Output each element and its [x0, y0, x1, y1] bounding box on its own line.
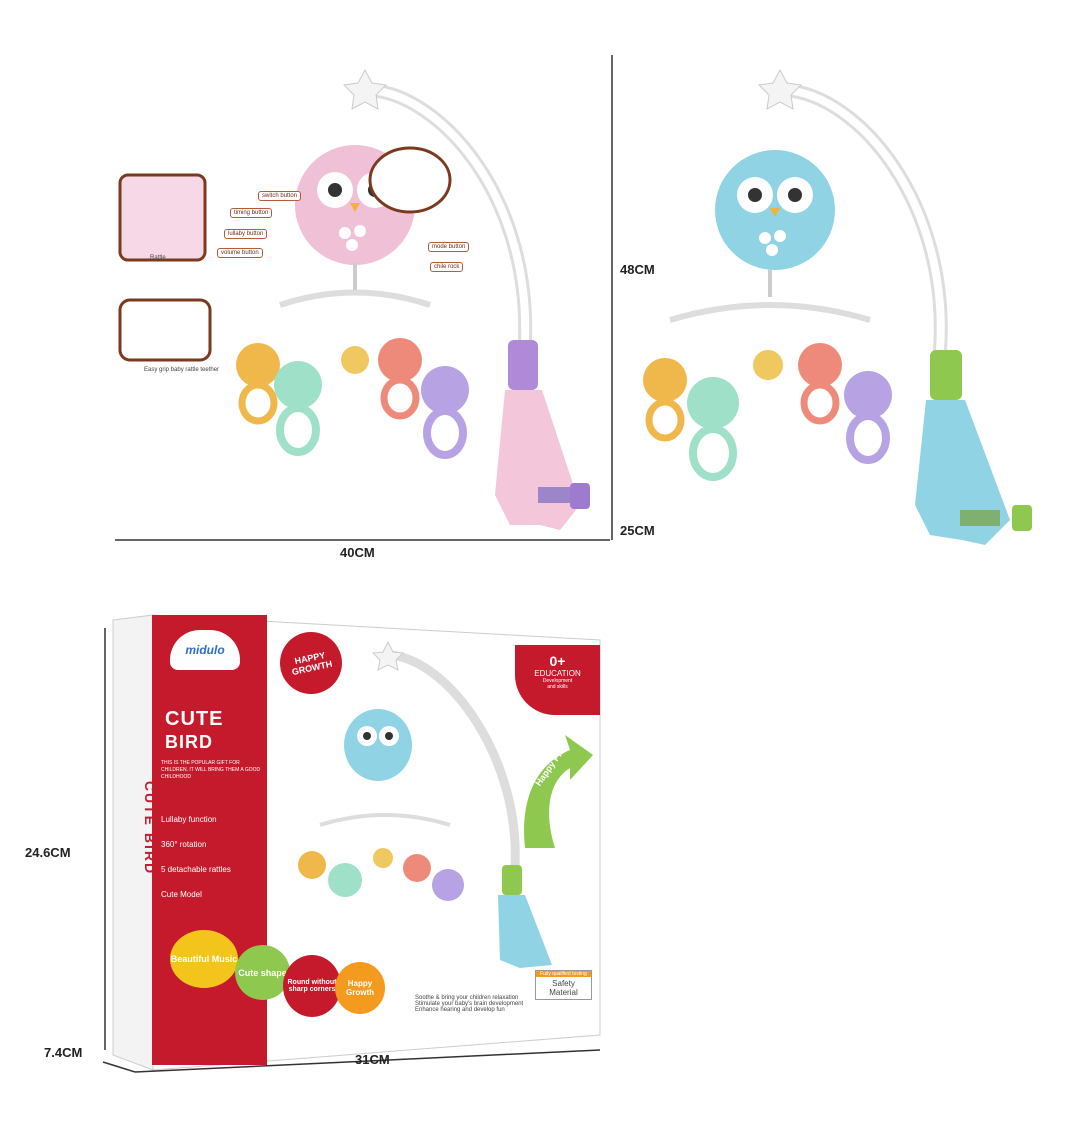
brand-logo-text: midulo	[185, 643, 225, 657]
box-subtitle: THIS IS THE POPULAR GIFT FOR CHILDREN. I…	[161, 760, 261, 780]
pink-mobile-svg	[115, 55, 613, 541]
box-depth-dimension-label: 7.4CM	[44, 1045, 83, 1060]
box-mobile-svg	[298, 640, 552, 968]
age-badge: 0+ EDUCATION Development and skills	[515, 645, 600, 715]
bubble-round-corners-text: Round without sharp corners	[287, 979, 337, 993]
bubble-happy-growth-text: Happy Growth	[346, 979, 374, 997]
safety-label: Safety Material	[549, 979, 578, 997]
feature-item: Cute Model	[161, 890, 202, 899]
callout-chile: chile rock	[430, 262, 464, 272]
age-line: and skills	[547, 684, 568, 690]
product-box: midulo CUTE BIRD THIS IS THE POPULAR GIF…	[95, 610, 615, 1080]
brand-logo: midulo	[170, 630, 240, 670]
bubble-cute-shape: Cute shape	[235, 945, 290, 1000]
height-dimension-label: 48CM	[620, 262, 655, 277]
box-note: Soothe & bring your children relaxation	[415, 995, 519, 1001]
box-height-dimension-label: 24.6CM	[25, 845, 71, 860]
pink-mobile-illustration: switch button timing button lullaby butt…	[110, 55, 620, 555]
bubble-cute-shape-text: Cute shape	[238, 967, 287, 978]
blue-mobile-svg	[643, 68, 1032, 545]
age-top: 0+	[549, 653, 566, 669]
feature-list: Lullaby function 360° rotation 5 detacha…	[161, 815, 261, 899]
bubble-happy-growth: Happy Growth	[335, 962, 385, 1014]
bubble-round-corners: Round without sharp corners	[283, 955, 341, 1017]
box-note: Stimulate your baby's brain development	[415, 1001, 524, 1007]
callout-switch: switch button	[258, 191, 302, 201]
callout-volume: volume button	[217, 248, 263, 258]
box-notes: Soothe & bring your children relaxation …	[415, 995, 523, 1013]
box-title-line2: BIRD	[165, 732, 213, 752]
depth-dimension-label: 25CM	[620, 523, 655, 538]
box-side-text: CUTE BIRD	[142, 780, 159, 876]
callout-lullaby: lullaby button	[224, 229, 268, 239]
age-label: EDUCATION	[534, 669, 581, 678]
safety-badge: Fully qualified testing Safety Material	[535, 970, 592, 1000]
callout-mode: mode button	[428, 242, 470, 252]
happy-play-arrow-svg	[524, 735, 593, 848]
box-title-line1: CUTE	[165, 708, 224, 730]
callout-timing: timing button	[230, 208, 273, 218]
bubble-beautiful-music: Beautiful Music	[170, 930, 238, 988]
age-sub: Development	[542, 678, 573, 684]
blue-mobile-illustration	[630, 65, 1050, 555]
feature-item: 5 detachable rattles	[161, 865, 231, 874]
feature-item: Lullaby function	[161, 815, 217, 824]
bubble-beautiful-music-text: Beautiful Music	[170, 954, 238, 964]
safety-top: Fully qualified testing	[536, 971, 591, 977]
box-note: Enhance hearing and develop fun	[415, 1007, 505, 1013]
feature-item: 360° rotation	[161, 840, 207, 849]
box-width-dimension-label: 31CM	[355, 1052, 390, 1067]
callout-rattle-note: Easy grip baby rattle teether	[144, 367, 220, 373]
width-dimension-label: 40CM	[340, 545, 375, 560]
callout-owl-detail: Rattle	[150, 255, 166, 261]
